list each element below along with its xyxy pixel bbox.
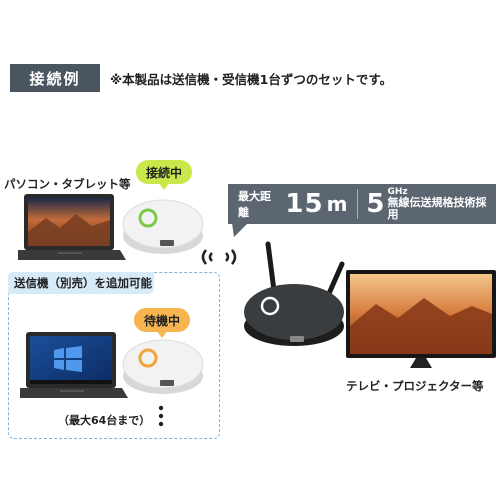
bubble-pointer-icon [156,330,168,338]
standby-status-bubble: 待機中 [134,308,190,332]
additional-transmitters-title: 送信機（別売）を追加可能 [8,272,154,294]
bubble-pointer-icon [158,182,170,190]
pc-tablet-label: パソコン・タブレット等 [4,177,131,191]
frequency-unit: GHz [387,186,408,197]
set-note: ※本製品は送信機・受信機1台ずつのセットです。 [110,72,393,87]
page-title: 接続例 [10,64,100,92]
tv-projector-label: テレビ・プロジェクター等 [346,379,484,393]
laptop-standby-image [20,332,128,398]
spec-banner: 最大距離 15 m 5 GHz 無線伝送規格技術採用 [228,184,496,224]
receiver-image [244,241,345,346]
wireless-signal-icon [201,249,237,265]
wireless-tech-label: 無線伝送規格技術採用 [387,196,487,221]
transmitter-connected-image [122,199,204,254]
connected-status-bubble: 接続中 [136,160,192,184]
distance-unit: m [326,192,348,216]
spec-pointer-icon [232,223,248,237]
spec-divider [357,189,359,219]
laptop-connected-image [18,194,126,260]
transmitter-standby-image [122,339,204,394]
frequency-value: 5 [366,189,385,219]
more-devices-dots-icon [158,405,164,427]
tv-image [346,270,496,368]
distance-label: 最大距離 [238,190,271,219]
max-devices-label: （最大64台まで） [58,414,151,427]
distance-value: 15 [285,189,324,219]
